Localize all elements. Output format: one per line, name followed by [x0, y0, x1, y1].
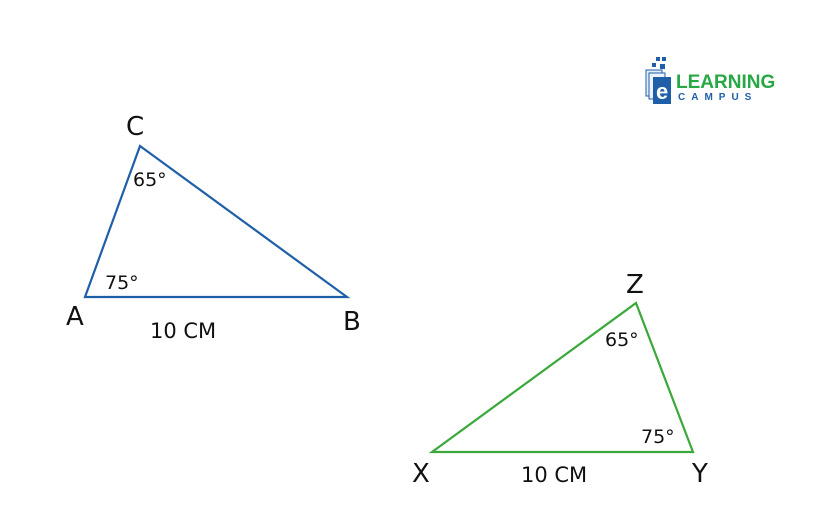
- angle-y-label: 75°: [641, 426, 675, 448]
- side-xy-label: 10 CM: [521, 463, 587, 487]
- vertex-label-x: X: [412, 459, 430, 489]
- elearning-campus-logo: e LEARNING CAMPUS: [645, 57, 775, 104]
- logo-campus-text: CAMPUS: [678, 92, 757, 103]
- triangle-xyz: Z X Y 65° 75° 10 CM: [412, 270, 708, 489]
- vertex-label-z: Z: [626, 270, 644, 300]
- triangle-xyz-shape: [428, 301, 695, 454]
- angle-c-label: 65°: [133, 169, 167, 191]
- vertex-label-c: C: [126, 112, 144, 142]
- vertex-label-a: A: [66, 302, 84, 332]
- svg-text:e: e: [656, 79, 668, 104]
- vertex-label-y: Y: [691, 459, 708, 489]
- side-ab-label: 10 CM: [150, 319, 216, 343]
- vertex-label-b: B: [343, 307, 361, 337]
- logo-learning-text: LEARNING: [676, 72, 775, 93]
- angle-z-label: 65°: [605, 329, 639, 351]
- triangle-abc: C A B 65° 75° 10 CM: [66, 112, 361, 343]
- logo-book-icon: e: [645, 57, 671, 104]
- triangle-abc-shape: [83, 144, 351, 299]
- angle-a-label: 75°: [105, 272, 139, 294]
